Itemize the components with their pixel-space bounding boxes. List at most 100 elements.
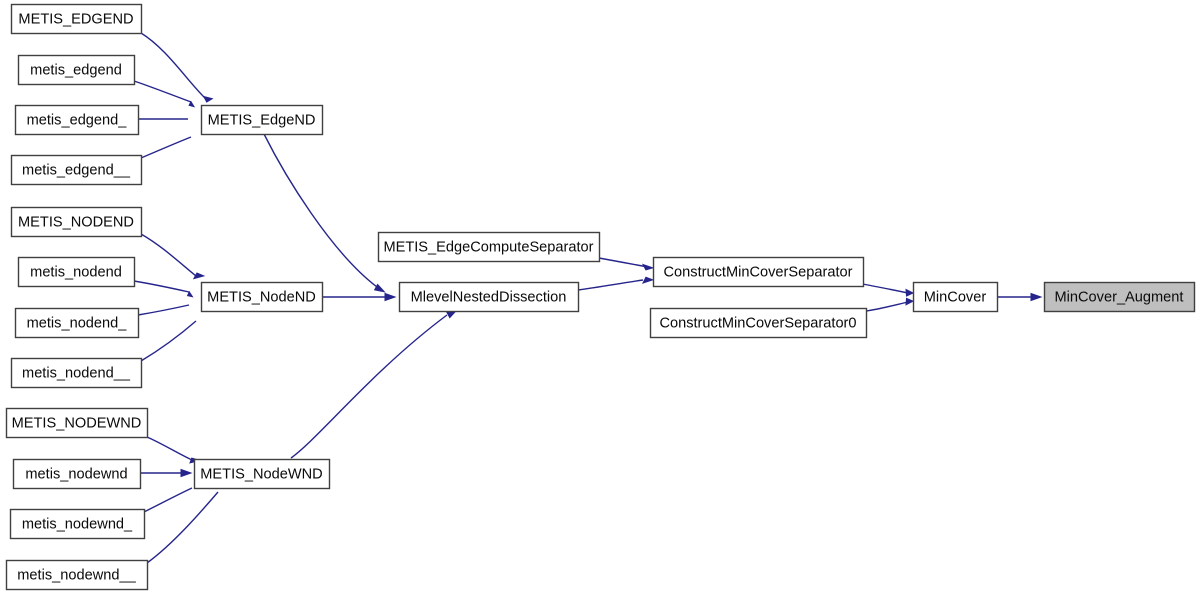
node-box[interactable] [200,281,324,313]
node-label: metis_edgend [30,62,122,78]
node-box[interactable] [377,231,601,263]
node-label: METIS_NodeND [207,289,316,305]
edge-metis_edgend-to-METIS_EdgeND [133,80,196,108]
node-box[interactable] [10,206,143,238]
node-box[interactable] [912,281,999,313]
edge-ConstructMinCoverSeparator0-to-MinCover [865,297,915,312]
node-metis_edgend_1[interactable]: metis_edgend_ [14,104,140,136]
node-label: METIS_EDGEND [18,11,133,27]
node-label: MlevelNestedDissection [411,289,567,305]
edge-metis_edgend_2-to-METIS_EdgeND [140,136,192,159]
arrowhead-icon [642,276,655,284]
node-MinCover[interactable]: MinCover [912,281,999,313]
edge-metis_nodend-to-METIS_NodeND [133,280,194,298]
node-box[interactable] [14,307,140,339]
node-metis_nodend_caps[interactable]: METIS_NODEND [10,206,143,238]
node-box[interactable] [200,104,324,136]
node-label: metis_nodewnd_ [22,516,133,532]
node-metis_nodewnd[interactable]: metis_nodewnd [12,458,142,490]
node-metis_edgend[interactable]: metis_edgend [17,54,136,86]
node-METIS_NodeND[interactable]: METIS_NodeND [200,281,324,313]
node-metis_edgend_caps[interactable]: METIS_EDGEND [10,3,143,35]
edge-line [146,436,193,461]
arrowhead-icon [905,297,915,306]
node-box[interactable] [649,307,868,339]
edge-METIS_EdgeComputeSeparator-to-ConstructMinCoverSeparator [598,257,655,271]
edge-line [598,257,649,268]
node-box[interactable] [12,458,142,490]
edge-metis_edgend_caps-to-METIS_EdgeND [140,32,214,103]
node-box[interactable] [10,3,143,35]
node-metis_nodewnd_caps[interactable]: METIS_NODEWND [5,407,149,439]
edge-line [862,283,909,294]
edge-metis_nodewnd_1-to-METIS_NodeWND [143,487,193,513]
edge-line [140,32,207,100]
edge-metis_nodewnd_2-to-METIS_NodeWND [146,491,219,564]
node-box[interactable] [5,559,149,591]
node-box[interactable] [398,281,580,313]
edge-line [577,279,644,291]
node-metis_nodend_1[interactable]: metis_nodend_ [14,307,140,339]
node-METIS_EdgeND[interactable]: METIS_EdgeND [200,104,324,136]
node-metis_nodewnd_1[interactable]: metis_nodewnd_ [9,508,146,540]
node-label: MinCover [924,289,987,305]
node-box[interactable] [10,357,143,389]
node-box[interactable] [193,458,331,490]
arrowhead-icon [373,283,386,293]
edge-metis_nodend_caps-to-METIS_NodeND [140,233,206,280]
node-box[interactable] [14,104,140,136]
arrowhead-icon [641,263,655,271]
node-label: METIS_NodeWND [200,466,322,482]
edge-metis_nodewnd-to-METIS_NodeWND [140,468,193,478]
edge-METIS_NodeND-to-MlevelNestedDissection [322,292,397,302]
node-label: metis_nodewnd [25,466,127,482]
node-metis_nodewnd_2[interactable]: metis_nodewnd__ [5,559,149,591]
edge-metis_nodend_1-to-METIS_NodeND [137,304,190,316]
node-ConstructMinCoverSeparator[interactable]: ConstructMinCoverSeparator [652,256,865,288]
edge-line [140,233,197,277]
node-metis_nodend[interactable]: metis_nodend [17,256,136,288]
node-METIS_NodeWND[interactable]: METIS_NodeWND [193,458,331,490]
edge-line [290,314,448,459]
node-box[interactable] [17,54,136,86]
node-label: metis_edgend__ [22,162,131,178]
edge-MinCover-to-MinCover_Augment [997,292,1043,302]
node-box[interactable] [652,256,865,288]
edge-METIS_NodeWND-to-MlevelNestedDissection [290,309,458,459]
edge-line [133,280,190,293]
arrowhead-icon [1030,292,1043,302]
node-box[interactable] [1043,281,1196,313]
edge-line [865,301,909,312]
arrowhead-icon [384,292,397,302]
edge-MlevelNestedDissection-to-ConstructMinCoverSeparator [577,276,655,291]
node-MinCover_Augment[interactable]: MinCover_Augment [1043,281,1196,313]
node-label: MinCover_Augment [1055,289,1184,305]
node-box[interactable] [9,508,146,540]
node-ConstructMinCoverSeparator0[interactable]: ConstructMinCoverSeparator0 [649,307,868,339]
node-METIS_EdgeComputeSeparator[interactable]: METIS_EdgeComputeSeparator [377,231,601,263]
node-label: metis_nodend_ [27,315,128,331]
node-label: metis_edgend_ [27,112,128,128]
edge-line [143,487,193,513]
node-box[interactable] [5,407,149,439]
node-box[interactable] [10,154,143,186]
arrowhead-icon [202,95,214,103]
edge-metis_nodend_2-to-METIS_NodeND [140,320,197,362]
nodes-layer: METIS_EDGEND metis_edgend metis_edgend_met… [5,3,1196,591]
node-metis_edgend_2[interactable]: metis_edgend__ [10,154,143,186]
node-label: METIS_EdgeComputeSeparator [383,239,593,255]
edge-metis_nodewnd_caps-to-METIS_NodeWND [146,436,202,464]
node-label: metis_nodend [30,264,122,280]
node-MlevelNestedDissection[interactable]: MlevelNestedDissection [398,281,580,313]
node-box[interactable] [17,256,136,288]
node-label: ConstructMinCoverSeparator [664,264,853,280]
edge-line [146,491,219,564]
arrowhead-icon [192,272,206,280]
edges-layer [133,32,1043,564]
arrowhead-icon [188,100,196,108]
node-metis_nodend_2[interactable]: metis_nodend__ [10,357,143,389]
arrowhead-icon [180,468,193,478]
edge-line [263,133,378,288]
